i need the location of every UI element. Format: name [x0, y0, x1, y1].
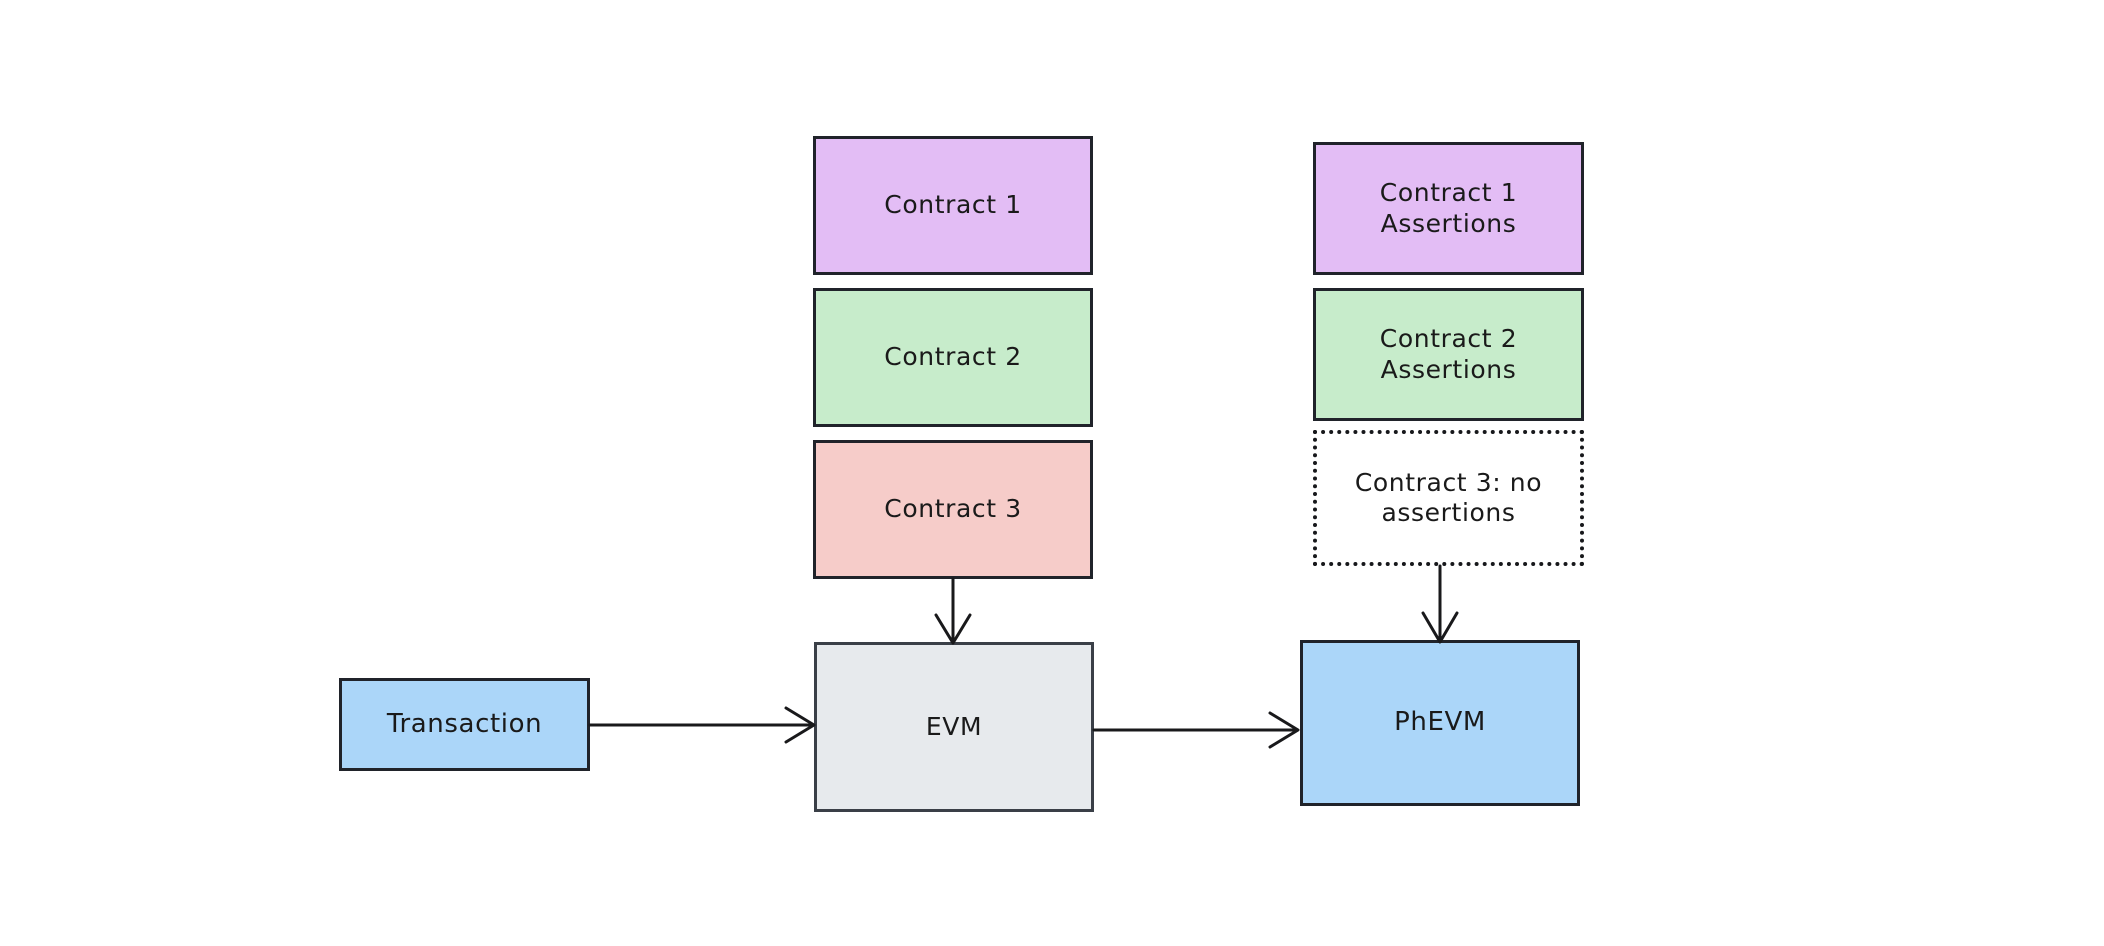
edge-assertions-3-to-phevm: [1421, 564, 1459, 644]
edge-transaction-to-evm: [588, 706, 816, 744]
node-contract-3[interactable]: Contract 3: [813, 440, 1093, 579]
node-contract-2-assertions-label: Contract 2 Assertions: [1379, 324, 1518, 384]
node-phevm[interactable]: PhEVM: [1300, 640, 1580, 806]
node-transaction-label: Transaction: [386, 708, 543, 739]
node-contract-1-assertions-label: Contract 1 Assertions: [1379, 178, 1518, 238]
node-contract-3-label: Contract 3: [884, 494, 1022, 524]
node-phevm-label: PhEVM: [1394, 707, 1486, 738]
arrowhead-icon: [1268, 711, 1300, 749]
node-contract-1-assertions[interactable]: Contract 1 Assertions: [1313, 142, 1584, 275]
node-contract-1[interactable]: Contract 1: [813, 136, 1093, 275]
node-contract-2[interactable]: Contract 2: [813, 288, 1093, 427]
node-contract-2-label: Contract 2: [884, 342, 1022, 372]
edge-contract-3-to-evm: [934, 577, 972, 645]
node-contract-2-assertions[interactable]: Contract 2 Assertions: [1313, 288, 1584, 421]
arrowhead-icon: [1421, 611, 1459, 644]
node-contract-3-no-assertions-label: Contract 3: no assertions: [1354, 467, 1543, 528]
arrowhead-icon: [934, 613, 972, 645]
node-contract-3-no-assertions[interactable]: Contract 3: no assertions: [1313, 430, 1584, 566]
node-contract-1-label: Contract 1: [884, 190, 1022, 220]
edge-evm-to-phevm: [1092, 711, 1300, 749]
node-evm-label: EVM: [925, 711, 983, 741]
arrowhead-icon: [784, 706, 816, 744]
node-evm[interactable]: EVM: [814, 642, 1094, 812]
node-transaction[interactable]: Transaction: [339, 678, 590, 771]
